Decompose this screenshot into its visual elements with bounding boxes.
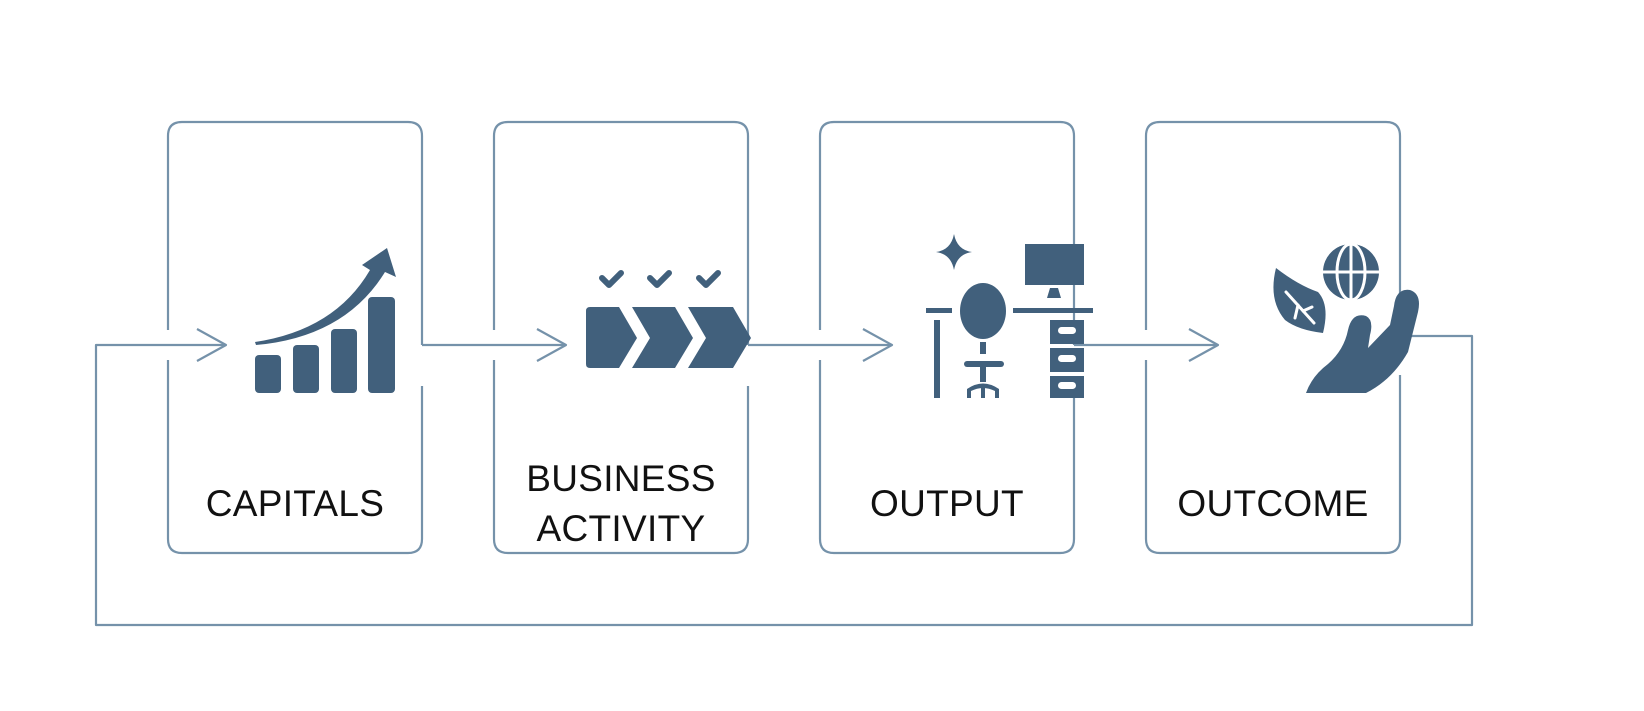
arrowhead-icon — [862, 328, 894, 362]
process-steps-icon — [586, 270, 751, 368]
stage-label-outcome: OUTCOME — [1177, 483, 1369, 524]
stage-box-outcome — [1144, 120, 1402, 555]
stage-box-output — [818, 120, 1076, 555]
arrowhead-icon — [196, 328, 228, 362]
growth-chart-icon — [255, 248, 396, 393]
leaf-icon — [1273, 268, 1326, 333]
checkmark-icon — [599, 270, 624, 288]
checkmark-icon — [647, 270, 672, 288]
stage-label-capitals: CAPITALS — [205, 483, 385, 524]
stage-label-business-activity-line1: BUSINESS — [526, 458, 716, 499]
sparkle-icon — [936, 234, 972, 270]
arrowhead-icon — [536, 328, 568, 362]
stage-label-output: OUTPUT — [870, 483, 1024, 524]
hand-globe-leaf-icon — [1273, 242, 1419, 393]
stage-box-business-activity — [492, 120, 750, 555]
stage-box-capitals — [166, 120, 424, 555]
feedback-loop-connector — [94, 334, 1474, 627]
stage-label-business-activity-line2: ACTIVITY — [536, 508, 706, 549]
arrowhead-icon — [1188, 328, 1220, 362]
checkmark-icon — [696, 270, 721, 288]
globe-icon — [1323, 242, 1379, 302]
workspace-desk-icon — [926, 234, 1093, 398]
